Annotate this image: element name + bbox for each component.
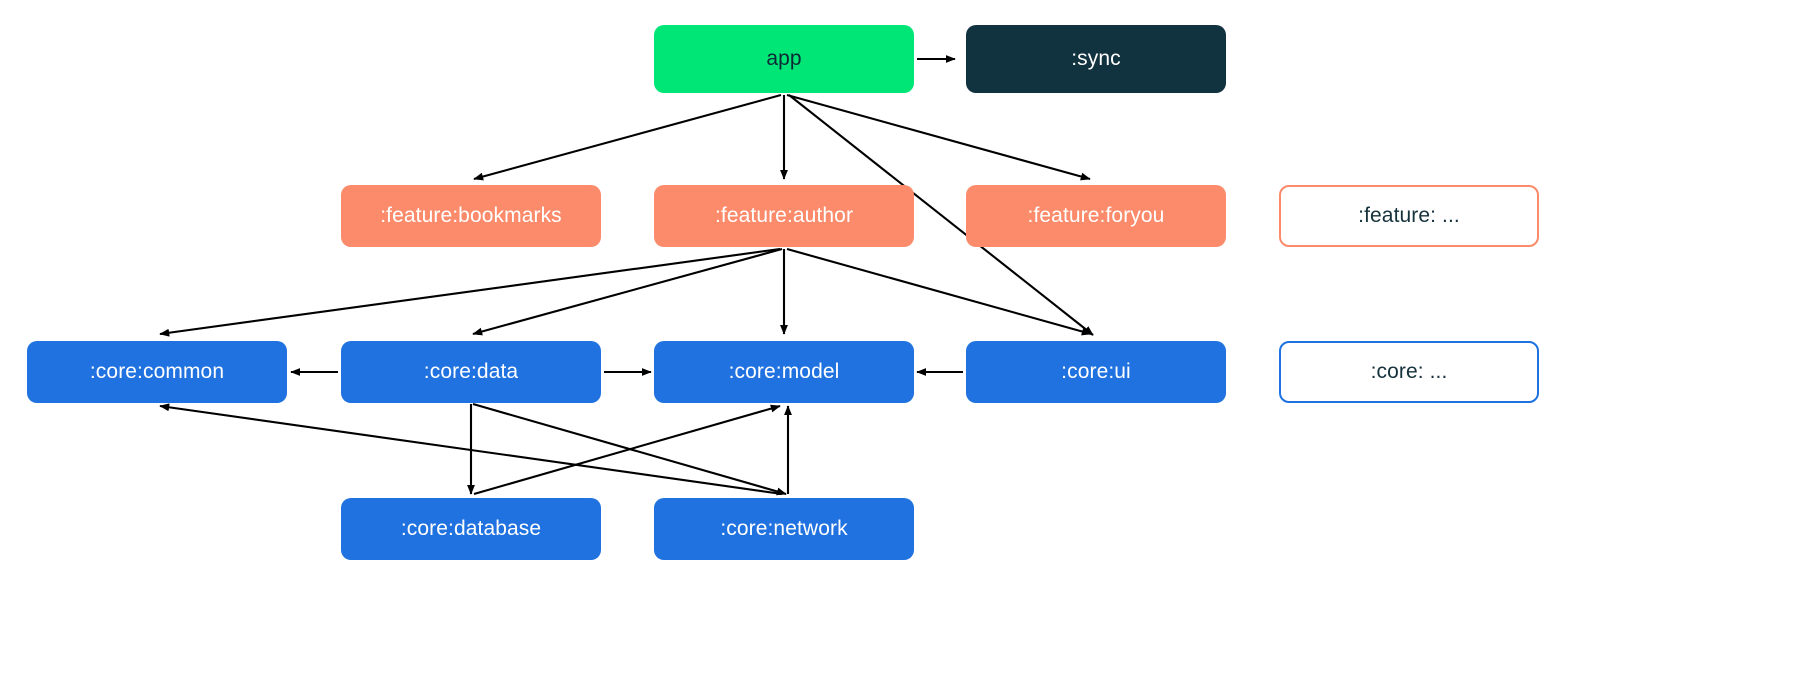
legend-core-group: :core: ...: [1279, 341, 1539, 403]
legend-feature-group: :feature: ...: [1279, 185, 1539, 247]
node-feature-bookmarks-label: :feature:bookmarks: [380, 204, 562, 228]
node-core-data-label: :core:data: [423, 360, 519, 384]
node-core-database-label: :core:database: [400, 517, 542, 541]
node-sync[interactable]: :sync: [966, 25, 1226, 93]
node-app-label: app: [766, 47, 802, 71]
node-feature-foryou-label: :feature:foryou: [1027, 204, 1165, 228]
node-core-database[interactable]: :core:database: [341, 498, 601, 560]
edge-core-network-to-core-common: [159, 403, 783, 496]
edge-app-to-feature-bookmarks: [473, 93, 782, 181]
node-core-network[interactable]: :core:network: [654, 498, 914, 560]
legend-feature-label: :feature: ...: [1358, 204, 1460, 228]
node-core-common-label: :core:common: [89, 360, 225, 384]
edge-feature-author-to-core-common: [159, 247, 781, 337]
node-core-common[interactable]: :core:common: [27, 341, 287, 403]
node-core-model[interactable]: :core:model: [654, 341, 914, 403]
edge-core-data-to-core-network: [472, 402, 787, 496]
node-feature-author[interactable]: :feature:author: [654, 185, 914, 247]
node-app[interactable]: app: [654, 25, 914, 93]
node-sync-label: :sync: [1071, 47, 1121, 71]
node-feature-bookmarks[interactable]: :feature:bookmarks: [341, 185, 601, 247]
edge-feature-author-to-core-ui: [786, 247, 1092, 336]
node-feature-foryou[interactable]: :feature:foryou: [966, 185, 1226, 247]
node-core-data[interactable]: :core:data: [341, 341, 601, 403]
node-core-network-label: :core:network: [720, 517, 848, 541]
edge-core-database-to-core-model: [473, 404, 781, 496]
node-core-ui[interactable]: :core:ui: [966, 341, 1226, 403]
edge-feature-author-to-core-data: [472, 247, 783, 336]
edge-app-to-feature-foryou: [786, 93, 1091, 181]
node-core-ui-label: :core:ui: [1061, 360, 1131, 384]
node-core-model-label: :core:model: [728, 360, 840, 384]
node-feature-author-label: :feature:author: [714, 204, 854, 228]
legend-core-label: :core: ...: [1370, 360, 1448, 384]
